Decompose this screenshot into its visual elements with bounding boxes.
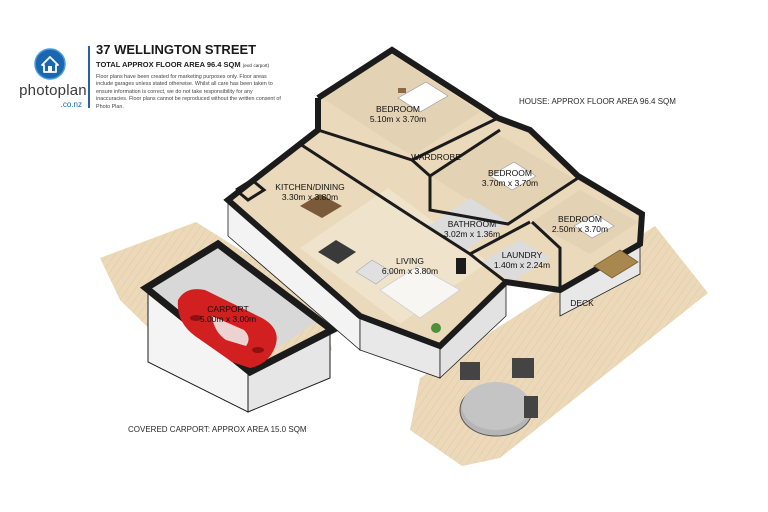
kitchen-bench-icon [318,240,356,264]
bed-1-icon [397,81,449,113]
carport-area-label: COVERED CARPORT: APPROX AREA 15.0 SQM [128,425,307,434]
house-area-label: HOUSE: APPROX FLOOR AREA 96.4 SQM [519,97,676,106]
room-name: LAUNDRY [501,250,543,260]
room-dims: 5.00m x 3.00m [199,314,257,324]
outdoor-table-icon [459,358,538,437]
disclaimer: Floor plans have been created for market… [96,74,281,110]
brand-domain: .co.nz [60,100,82,109]
house-globe-icon [34,48,66,80]
total-area: TOTAL APPROX FLOOR AREA 96.4 SQM (excl c… [96,60,306,71]
room-name: LIVING [396,256,424,266]
room-label-bedroom-1: BEDROOM 5.10m x 3.70m [370,104,426,124]
room-label-bathroom: BATHROOM 3.02m x 1.36m [444,219,500,239]
room-label-bedroom-2: BEDROOM 3.70m x 3.70m [482,168,538,188]
plant-icon [431,323,441,333]
bench-seat-icon [593,249,639,279]
room-label-wardrobe: WARDROBE [411,152,461,162]
room-dims: 5.10m x 3.70m [369,114,427,124]
interior-walls [235,116,579,290]
room-label-carport: CARPORT 5.00m x 3.00m [200,304,256,324]
room-dims: 3.70m x 3.70m [481,178,539,188]
laundry-floor [482,240,550,282]
brand-name: photoplan [19,82,87,99]
room-label-kitchen-dining: KITCHEN/DINING 3.30m x 3.80m [275,182,344,202]
bathroom-floor [428,198,508,250]
header-divider [88,46,90,108]
bed-3-icon [573,213,615,239]
room-label-bedroom-3: BEDROOM 2.50m x 3.70m [552,214,608,234]
room-name: WARDROBE [411,152,461,162]
room-name: KITCHEN/DINING [275,182,345,192]
bed-2-icon [489,161,537,191]
room-name: BEDROOM [376,104,420,114]
room-dims: 3.02m x 1.36m [443,229,501,239]
tv-icon [456,258,466,274]
house-floor [228,50,642,346]
dining-table-icon [300,194,342,218]
header: 37 WELLINGTON STREET TOTAL APPROX FLOOR … [96,42,306,111]
room-name: CARPORT [207,304,249,314]
sofa-icon [355,259,393,285]
room-label-deck: DECK [570,298,594,308]
room-name: BEDROOM [488,168,532,178]
room-dims: 1.40m x 2.24m [493,260,551,270]
room-label-laundry: LAUNDRY 1.40m x 2.24m [494,250,550,270]
room-dims: 2.50m x 3.70m [551,224,609,234]
rug [379,265,461,319]
room-dims: 3.30m x 3.80m [281,192,339,202]
photoplan-logo: photoplan .co.nz [18,48,87,118]
bedroom-1-floor [322,54,480,156]
page-title: 37 WELLINGTON STREET [96,42,257,57]
room-name: DECK [570,298,594,308]
total-area-note: (excl carport) [242,63,269,68]
room-dims: 6.00m x 3.80m [381,266,439,276]
total-area-text: TOTAL APPROX FLOOR AREA 96.4 SQM [96,60,241,69]
room-label-living: LIVING 6.00m x 3.80m [382,256,438,276]
room-name: BEDROOM [558,214,602,224]
room-name: BATHROOM [447,219,497,229]
car-icon [177,289,277,368]
